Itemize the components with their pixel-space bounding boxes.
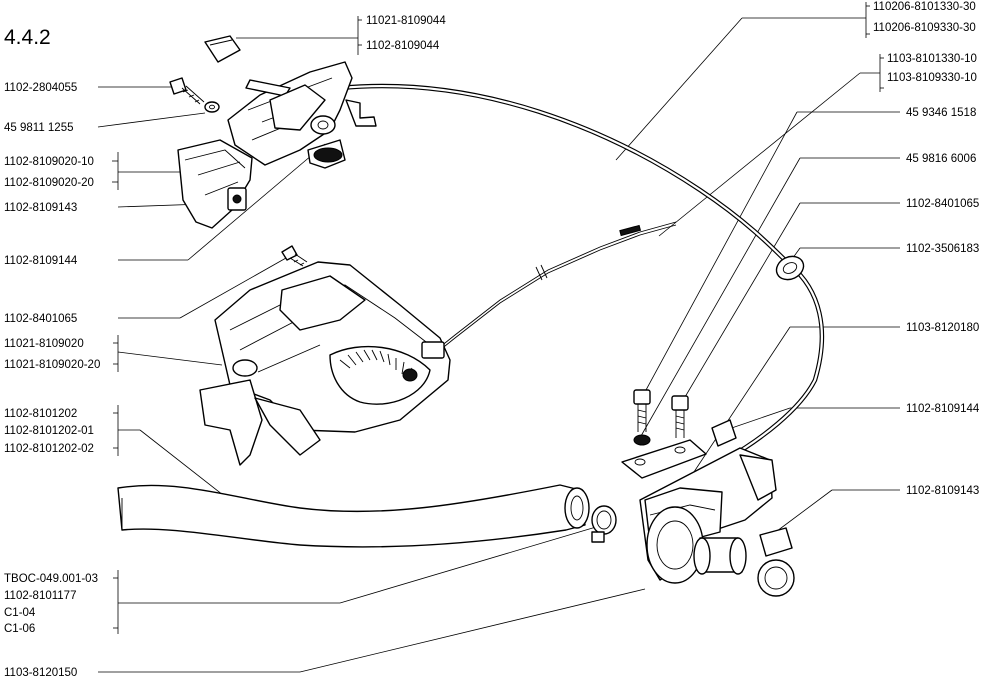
hose-clamp: [591, 505, 617, 543]
label-1102-8101177: 1102-8101177: [4, 590, 76, 602]
label-1102-8109044: 1102-8109044: [366, 40, 440, 52]
cable-clip: [711, 419, 737, 447]
label-1102-2804055: 1102-2804055: [4, 82, 77, 94]
label-1102-8109020-20: 1102-8109020-20: [4, 177, 94, 189]
label-1102-8109020-10: 1102-8109020-10: [4, 156, 94, 168]
housing-cover: [177, 139, 253, 229]
drawing: [117, 35, 825, 597]
lever-assembly: [227, 61, 377, 169]
label-c1-06: C1-06: [4, 623, 35, 635]
part-labels: 11021-8109044 1102-8109044 1102-2804055 …: [4, 1, 980, 678]
label-45-9816-6006: 45 9816 6006: [906, 153, 976, 165]
label-110206-8109330-30: 110206-8109330-30: [873, 22, 976, 34]
label-c1-04: C1-04: [4, 607, 36, 619]
control-panel: [199, 261, 451, 466]
label-11021-8109020-20: 11021-8109020-20: [4, 359, 100, 371]
label-11021-8109020: 11021-8109020: [4, 338, 84, 350]
label-110206-8101330-30: 110206-8101330-30: [873, 1, 976, 13]
lever-knob: [204, 35, 241, 63]
label-45-9811-1255: 45 9811 1255: [4, 122, 74, 134]
heater-valve: [639, 447, 777, 584]
label-tboc-049-001-03: TBOC-049.001-03: [4, 573, 98, 585]
label-1102-8101202-02: 1102-8101202-02: [4, 443, 94, 455]
heater-hose: [117, 484, 590, 548]
label-1103-8101330-10: 1103-8101330-10: [887, 53, 977, 65]
label-1102-8109144-left: 1102-8109144: [4, 255, 78, 267]
label-1102-8109144-right: 1102-8109144: [906, 403, 980, 415]
label-1102-8101202-01: 1102-8101202-01: [4, 425, 94, 437]
bolt: [169, 77, 220, 113]
label-11021-8109044: 11021-8109044: [366, 15, 446, 27]
valve-bolts: [633, 389, 689, 446]
mounting-bracket: [621, 439, 707, 479]
label-1103-8120150: 1103-8120150: [4, 667, 77, 678]
grommet: [775, 255, 805, 281]
label-1102-3506183: 1102-3506183: [906, 243, 979, 255]
screw: [281, 245, 308, 267]
leader-lines: [97, 2, 900, 673]
label-1102-8101202: 1102-8101202: [4, 408, 77, 420]
valve-clamp: [757, 527, 795, 597]
label-1102-8401065-right: 1102-8401065: [906, 198, 979, 210]
label-1102-8109143-left: 1102-8109143: [4, 202, 77, 214]
label-1103-8109330-10: 1103-8109330-10: [887, 72, 977, 84]
label-1102-8109143-right: 1102-8109143: [906, 485, 979, 497]
section-number: 4.4.2: [4, 26, 51, 49]
label-1102-8401065-left: 1102-8401065: [4, 313, 77, 325]
label-45-9346-1518: 45 9346 1518: [906, 107, 976, 119]
label-1103-8120180: 1103-8120180: [906, 322, 979, 334]
